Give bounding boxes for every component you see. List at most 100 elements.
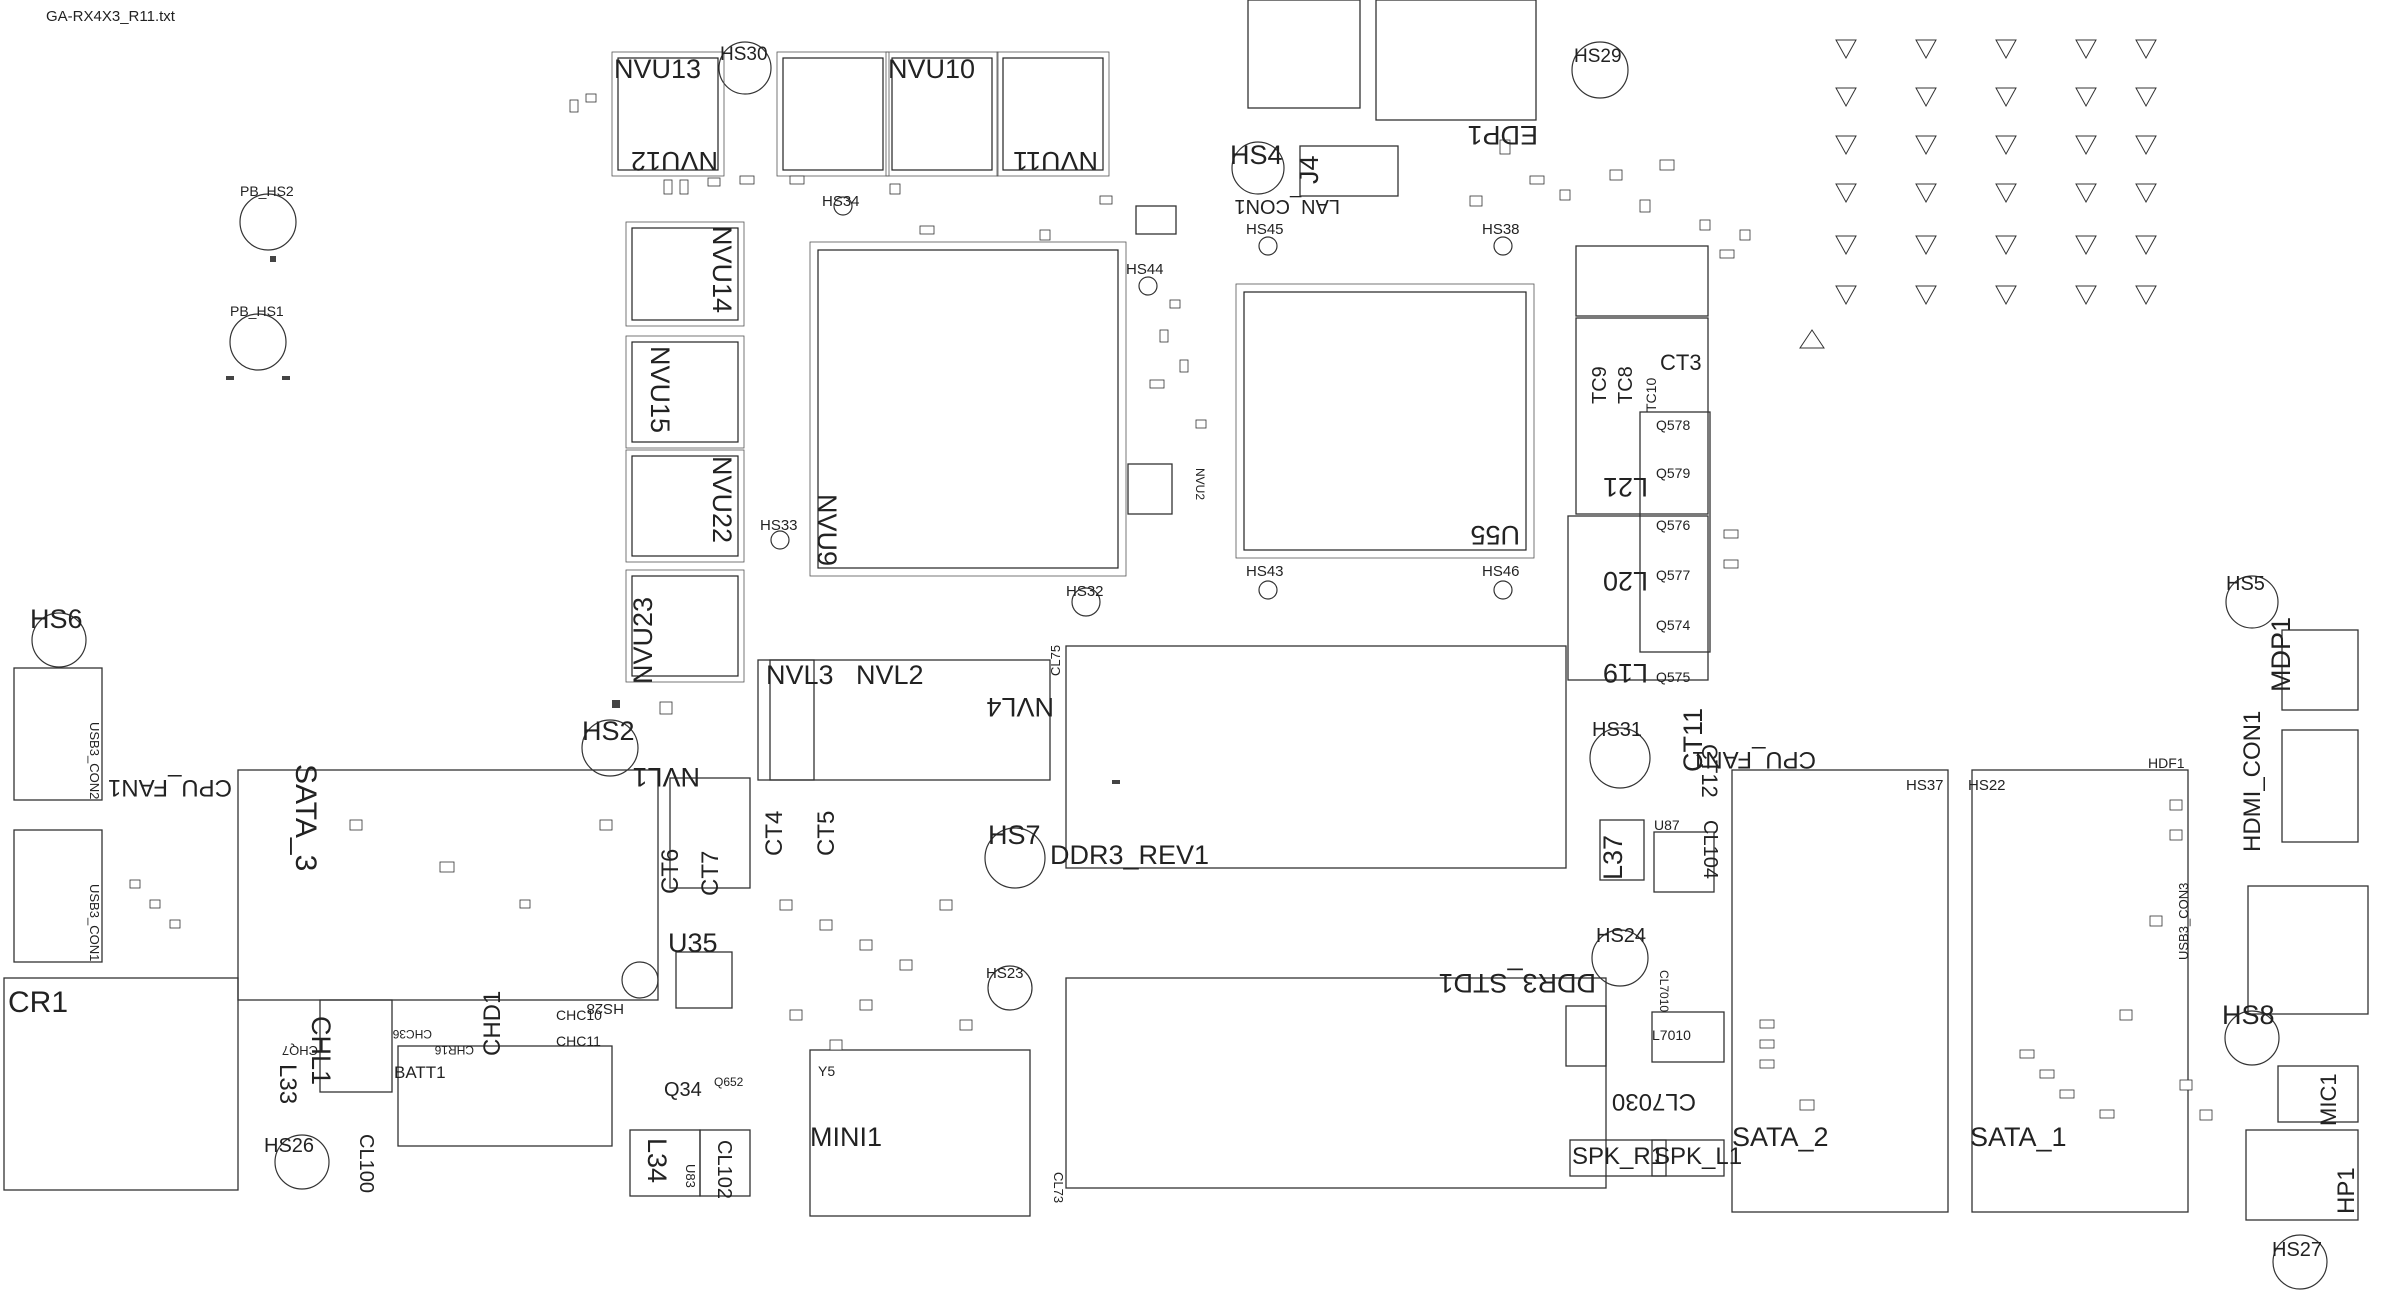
label-ct5: CT5 [813,811,840,856]
label-nvu9: NVU9 [812,494,842,566]
gpu-nvu9-body [817,249,1119,569]
label-hs31: HS31 [1592,719,1642,741]
hs43-hole [1258,580,1278,600]
label-tc10: TC10 [1643,378,1659,412]
label-u55: U55 [1470,520,1520,550]
label-hs26: HS26 [264,1135,314,1157]
label-cl104: CL104 [1699,820,1721,879]
label-hs44: HS44 [1126,261,1164,278]
label-chc36: CHC36 [392,1027,432,1041]
label-usb3-con2: USB3_CON2 [87,722,102,799]
label-usb3-con1: USB3_CON1 [87,884,102,961]
label-l37: L37 [1598,835,1628,880]
label-batt1: BATT1 [394,1063,446,1082]
label-chr16: CHR16 [434,1043,474,1057]
label-q578: Q578 [1656,417,1690,433]
label-q652: Q652 [714,1075,744,1089]
heatsink-holes [31,41,2328,1290]
label-hs23: HS23 [986,965,1024,982]
label-nvu13: NVU13 [614,54,701,84]
label-hs5: HS5 [2226,573,2265,595]
hs46-hole [1493,580,1513,600]
label-hs8: HS8 [2222,1000,2275,1030]
label-q576: Q576 [1656,517,1690,533]
label-cpu-fan1-right: CPU_FAN1 [1692,746,1816,773]
label-ddr3-std1: DDR3_STD1 [1438,968,1596,998]
label-sata-3: SATA_3 [289,764,322,871]
label-lan-con1: LAN_CON1 [1234,195,1340,217]
label-l19: L19 [1603,658,1648,688]
label-j4: J4 [1294,155,1324,184]
label-edp1: EDP1 [1467,120,1538,150]
label-hdf1: HDF1 [2148,755,2185,771]
label-nvu11: NVU11 [1013,146,1098,176]
hs4-hole [1231,141,1285,195]
label-nvu15: NVU15 [645,346,675,433]
pb-hs2-hole [239,193,297,251]
hs30-hole [718,41,772,95]
label-hs7: HS7 [988,820,1041,850]
label-tc8: TC8 [1615,366,1637,404]
hs8-hole [2224,1010,2280,1066]
label-usb3-con3: USB3_CON3 [2176,883,2191,960]
label-hs32: HS32 [1066,583,1104,600]
label-q579: Q579 [1656,465,1690,481]
label-u83: U83 [683,1164,698,1188]
label-ct6: CT6 [657,849,684,894]
label-hs33: HS33 [760,517,798,534]
label-spk-r1: SPK_R1 [1572,1143,1664,1170]
label-hs22: HS22 [1968,777,2006,794]
label-chc11: CHC11 [556,1033,601,1049]
hs34-hole [833,196,853,216]
label-l7010: L7010 [1652,1027,1691,1043]
label-mini1: MINI1 [810,1122,882,1152]
hs26-hole [274,1134,330,1190]
label-u35: U35 [668,928,718,958]
label-hs37: HS37 [1906,777,1944,794]
label-hs29: HS29 [1574,46,1622,67]
label-cr1: CR1 [8,986,68,1019]
hs44-hole [1138,276,1158,296]
label-nvl4: NVL4 [986,692,1054,722]
pb-hs1-hole [229,313,287,371]
label-chd1: CHD1 [479,991,506,1056]
label-nvl3: NVL3 [766,660,834,690]
label-cl100: CL100 [355,1134,377,1193]
label-cl75: CL75 [1048,645,1063,676]
label-chl1: CHL1 [306,1016,336,1085]
label-hdmi-con1: HDMI_CON1 [2239,711,2266,852]
label-l20: L20 [1603,566,1648,596]
label-nvu10: NVU10 [888,54,975,84]
label-nvl1: NVL1 [632,762,700,792]
label-sata-1: SATA_1 [1970,1122,2067,1152]
label-ct3: CT3 [1660,350,1702,375]
label-l21: L21 [1603,472,1648,502]
label-cpu-fan1-left: CPU_FAN1 [108,774,232,801]
label-l33: L33 [274,1064,301,1104]
hs33-hole [770,530,790,550]
label-ct7: CT7 [697,851,724,896]
board-outlines [3,0,2369,1221]
label-hs38: HS38 [1482,221,1520,238]
label-hs27: HS27 [2272,1239,2322,1261]
label-hs30: HS30 [720,44,768,65]
label-chc10: CHC10 [556,1007,602,1023]
label-q574: Q574 [1656,617,1690,633]
label-hp1: HP1 [2333,1167,2360,1214]
memory-chips [611,51,1110,683]
label-hs28: HS28 [586,1000,624,1017]
hs5-hole [2225,575,2279,629]
label-hs46: HS46 [1482,563,1520,580]
label-hs43: HS43 [1246,563,1284,580]
label-ct4: CT4 [761,811,788,856]
label-sata-2: SATA_2 [1732,1122,1829,1152]
label-ct11: CT11 [1678,708,1708,772]
label-tc9: TC9 [1589,366,1611,404]
label-q575: Q575 [1656,669,1690,685]
label-q577: Q577 [1656,567,1690,583]
label-nvl2: NVL2 [856,660,924,690]
test-points [1799,39,2157,349]
hs45-hole [1258,236,1278,256]
label-hs2: HS2 [582,716,635,746]
label-hs4: HS4 [1230,140,1283,170]
